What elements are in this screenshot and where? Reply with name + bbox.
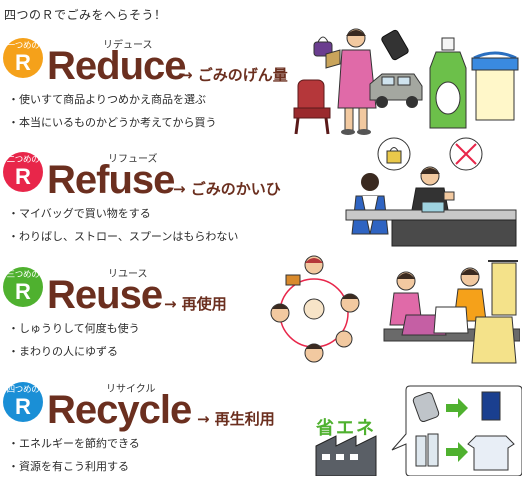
- refuse-illustration: [345, 137, 517, 247]
- kana-reduce: リデュース: [103, 40, 153, 51]
- list-item: 使いすて商品よりつめかえ商品を選ぶ: [8, 88, 216, 111]
- reuse-illustration: [270, 255, 520, 364]
- shopper-icon: [351, 173, 389, 235]
- badge-letter: R: [15, 279, 31, 304]
- bullets-reduce: 使いすて商品よりつめかえ商品を選ぶ 本当にいるものかどうか考えてから買う: [8, 88, 216, 134]
- badge-label: 一つめの: [6, 41, 40, 51]
- bottle-icon: [429, 37, 467, 129]
- word-recycle: Recycle: [47, 388, 192, 432]
- list-item: 本当にいるものかどうか考えてから買う: [8, 111, 216, 134]
- badge-label: 四つめの: [6, 385, 40, 395]
- badge-recycle: 四つめの R: [3, 382, 43, 422]
- flea-market-icon: [383, 260, 520, 364]
- word-reuse: Reuse: [47, 273, 163, 317]
- arrow-recycle: → 再生利用: [197, 410, 275, 428]
- kana-recycle: リサイクル: [106, 384, 156, 395]
- list-item: まわりの人にゆずる: [8, 340, 140, 363]
- badge-label: 三つめの: [6, 270, 40, 280]
- reduce-illustration: [293, 28, 519, 135]
- word-refuse: Refuse: [47, 158, 175, 202]
- list-item: マイバッグで買い物をする: [8, 202, 238, 225]
- car-icon: [369, 73, 423, 108]
- bag-bubble-icon: [377, 137, 411, 171]
- kana-refuse: リフューズ: [108, 154, 158, 165]
- arrow-reduce: → ごみのげん量: [180, 66, 288, 84]
- list-item: わりばし、ストロー、スプーンはもらわない: [8, 225, 238, 248]
- shoene-label: 省エネ: [316, 418, 376, 439]
- list-item: 資源を有こう利用する: [8, 455, 140, 478]
- arrow-refuse: → ごみのかいひ: [173, 180, 281, 198]
- word-reduce: Reduce: [47, 44, 186, 88]
- section-refuse: 二つめの R リフューズ Refuse → ごみのかいひ マイバッグで買い物をす…: [0, 137, 524, 262]
- no-straw-bubble-icon: [449, 137, 483, 171]
- page-title: 四つのＲでごみをへらそう！: [4, 8, 167, 22]
- bullets-refuse: マイバッグで買い物をする わりばし、ストロー、スプーンはもらわない: [8, 202, 238, 248]
- arrow-reuse: → 再使用: [164, 295, 227, 313]
- list-item: エネルギーを節約できる: [8, 432, 140, 455]
- factory-icon: [315, 435, 377, 476]
- badge-letter: R: [15, 394, 31, 419]
- bullets-recycle: エネルギーを節約できる 資源を有こう利用する: [8, 432, 140, 478]
- refill-bag-icon: [471, 51, 519, 121]
- section-reduce: 一つめの R リデュース Reduce → ごみのげん量 使いすて商品よりつめか…: [0, 28, 524, 148]
- badge-refuse: 二つめの R: [3, 152, 43, 192]
- kana-reuse: リユース: [108, 269, 148, 280]
- list-item: しゅうりして何度も使う: [8, 317, 140, 340]
- badge-reduce: 一つめの R: [3, 38, 43, 78]
- counter-icon: [345, 201, 517, 247]
- bullets-reuse: しゅうりして何度も使う まわりの人にゆずる: [8, 317, 140, 363]
- section-reuse: 三つめの R リユース Reuse → 再使用 しゅうりして何度も使う まわりの…: [0, 255, 524, 377]
- recycle-bubble-icon: [391, 385, 522, 476]
- badge-letter: R: [15, 164, 31, 189]
- badge-letter: R: [15, 50, 31, 75]
- section-recycle: 四つめの R リサイクル Recycle → 再生利用 エネルギーを節約できる …: [0, 380, 524, 492]
- recycle-illustration: [315, 385, 522, 476]
- badge-reuse: 三つめの R: [3, 267, 43, 307]
- woman-icon: [337, 28, 377, 135]
- phone-icon: [381, 29, 409, 61]
- reuse-cycle-icon: [270, 255, 360, 363]
- handbag-icon: [313, 36, 341, 69]
- chair-icon: [293, 79, 331, 135]
- badge-label: 二つめの: [6, 155, 40, 165]
